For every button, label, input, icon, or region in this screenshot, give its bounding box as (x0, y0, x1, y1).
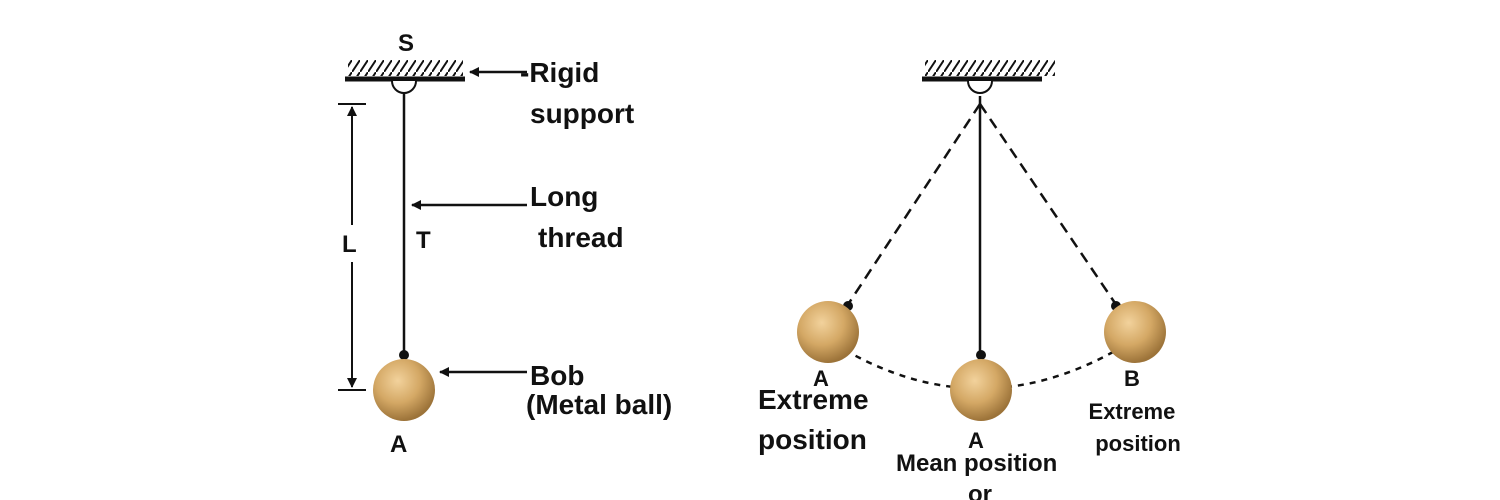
bob-label-line-1: Bob (530, 360, 584, 391)
right-pendulum: A Extreme position A Mean position or B … (758, 60, 1181, 500)
left-extreme-bob (797, 301, 859, 363)
bob-label: Bob (Metal ball) (526, 360, 672, 420)
right-extreme-point-label: B (1124, 366, 1140, 391)
right-extreme-bob (1104, 301, 1166, 363)
bob-label-line-2: (Metal ball) (526, 389, 672, 420)
left-extreme-point-label: A (813, 366, 829, 391)
left-extreme-position-line-1: Extreme (758, 384, 869, 415)
mean-point-label: A (968, 428, 984, 453)
mean-bob-hook (976, 350, 986, 360)
long-thread-label-line-1: Long (530, 181, 598, 212)
long-thread-label: Long thread (530, 181, 624, 253)
left-pendulum: S -Rigid support T Long thread L A (338, 30, 672, 458)
right-extreme-position-line-1: Extreme (1089, 399, 1176, 424)
swing-arc (844, 348, 1114, 390)
rigid-support (345, 60, 465, 82)
right-extreme-position-label: Extreme position (1089, 399, 1182, 456)
left-extreme-position-label: Extreme position (758, 384, 876, 455)
long-thread-label-line-2: thread (538, 222, 624, 253)
mean-position-line-1: Mean position (896, 450, 1057, 477)
length-label: L (342, 231, 357, 258)
bob-point-label: A (390, 431, 407, 458)
rigid-support-label: -Rigid support (520, 57, 634, 129)
thread-left-extreme (845, 103, 982, 307)
pivot-hook (391, 80, 417, 94)
support-label: S (398, 30, 414, 57)
pivot-hook-right (967, 80, 993, 94)
rigid-support-label-line-1: -Rigid (520, 57, 599, 88)
left-extreme-position-line-2: position (758, 424, 867, 455)
mean-position-line-2: or (968, 481, 992, 500)
mean-position-label: Mean position or (896, 450, 1064, 500)
length-dimension (338, 103, 366, 391)
thread-label: T (416, 227, 431, 254)
rigid-support-right (922, 60, 1055, 82)
right-extreme-position-line-2: position (1095, 431, 1181, 456)
bob (373, 359, 435, 421)
rigid-support-label-line-2: support (530, 98, 634, 129)
mean-bob (950, 359, 1012, 421)
bob-hook (399, 350, 409, 360)
thread-right-extreme (978, 103, 1119, 307)
